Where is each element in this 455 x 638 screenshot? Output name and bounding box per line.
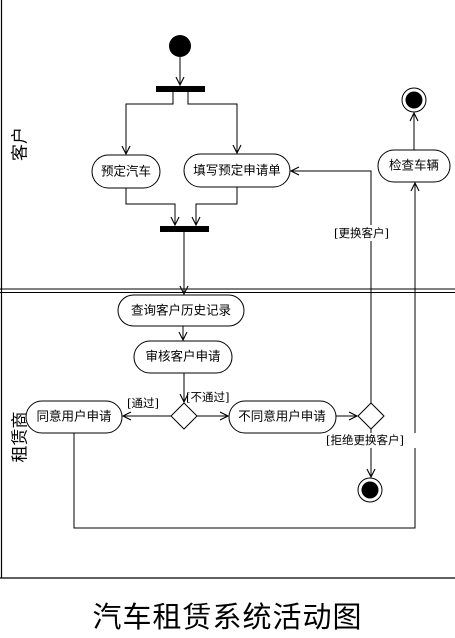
final-node-top [401,87,427,113]
activity-check-car: 检查车辆 [377,149,451,183]
initial-node [169,35,191,57]
activity-query-history-label: 查询客户历史记录 [131,303,231,318]
activity-fill-form: 填写预定申请单 [183,153,291,188]
activity-agree-request: 同意用户申请 [25,400,123,434]
diagram-caption: 汽车租赁系统活动图 [92,600,363,634]
guard-fail: [不通过] [186,390,229,404]
activity-reject-request: 不同意用户申请 [228,400,337,434]
activity-review-request-label: 审核客户申请 [145,349,220,364]
activity-check-car-label: 检查车辆 [389,158,439,173]
flow-fork-to-fill-form [187,92,237,153]
activity-fill-form-label: 填写预定申请单 [193,163,281,178]
decision-review [170,402,198,430]
guard-pass: [通过] [127,396,159,410]
swimlane-frame [0,0,455,579]
activity-agree-request-label: 同意用户申请 [36,409,111,424]
activity-query-history: 查询客户历史记录 [117,294,245,327]
activity-reject-request-label: 不同意用户申请 [238,409,326,424]
activity-reserve-car: 预定汽车 [91,154,161,189]
activity-review-request: 审核客户申请 [133,340,233,374]
lane-label-customer: 客户 [11,127,31,161]
final-node-bottom [357,477,383,503]
fork-bar [156,86,205,92]
join-bar [160,226,209,232]
guard-refuse-change: [拒绝更换客户] [326,433,404,447]
activity-reserve-car-label: 预定汽车 [101,164,151,179]
flow-agree-to-check-car [73,183,415,529]
flow-reserve-to-join [125,188,175,225]
flow-fork-to-reserve [126,92,174,154]
flow-fill-form-to-join [196,187,238,225]
flow-change-customer-to-fill-form [291,171,372,403]
guard-change-customer: [更换客户] [334,226,389,240]
decision-change-customer [357,402,385,430]
lane-label-lessor: 租赁商 [11,412,31,463]
